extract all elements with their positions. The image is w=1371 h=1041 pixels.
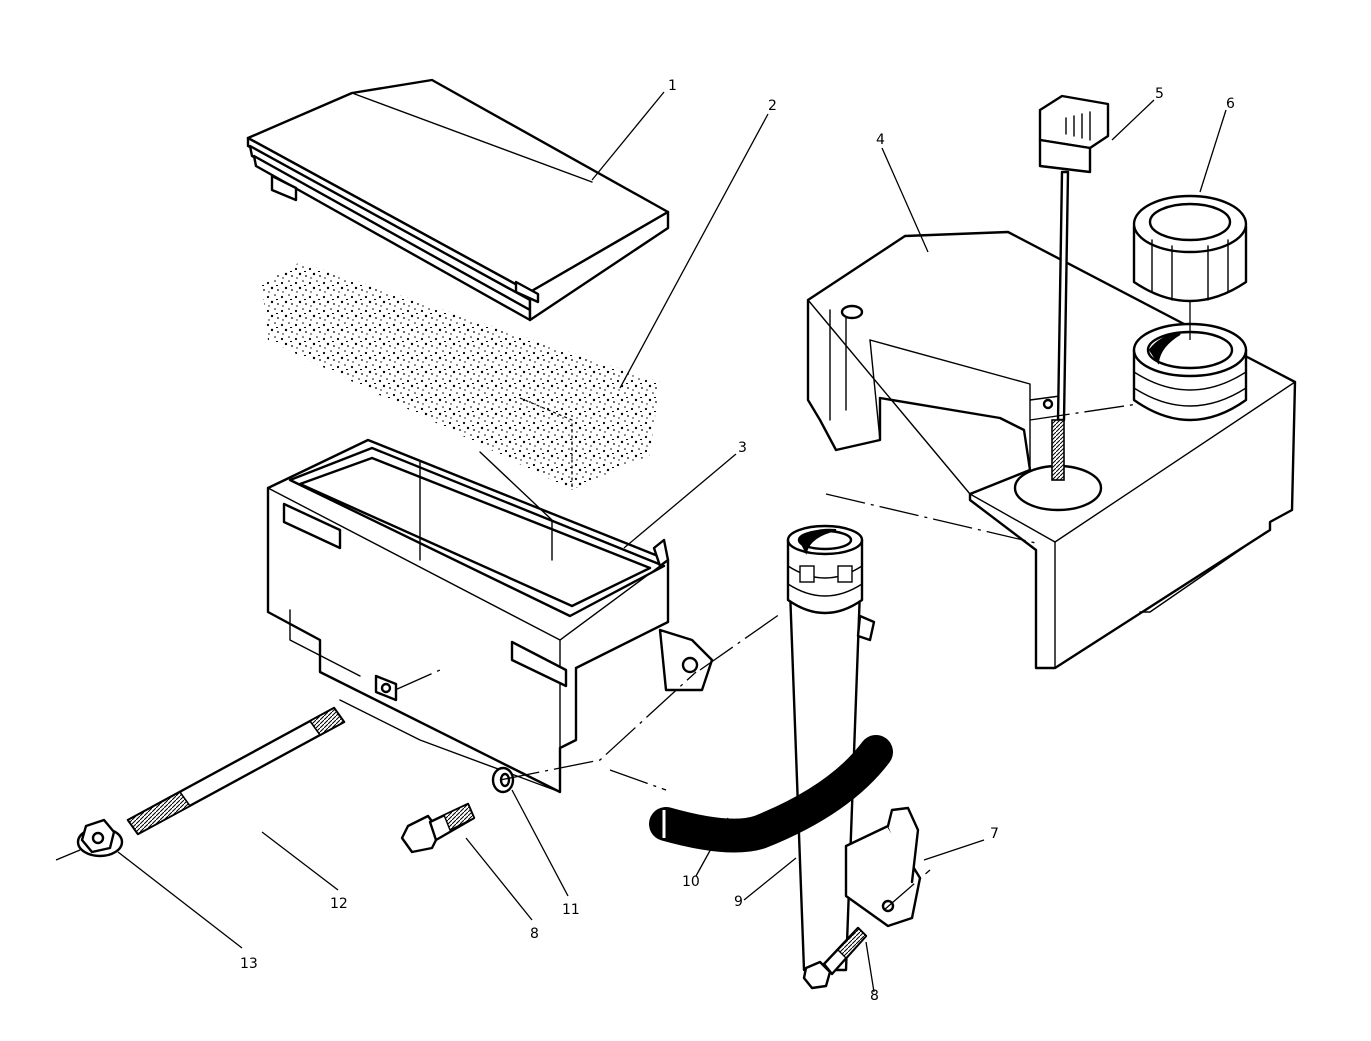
fill-tube [786, 524, 876, 972]
callout-1: 1 [668, 78, 677, 94]
long-stud [126, 706, 346, 836]
air-cleaner-base [266, 438, 714, 794]
callout-3: 3 [738, 440, 747, 456]
callout-4: 4 [876, 132, 885, 148]
callout-labels: 1 2 3 4 5 6 7 8 8 9 10 11 12 13 [240, 78, 1235, 1004]
filler-neck [1132, 322, 1248, 422]
foam-filter-element [262, 262, 660, 490]
bolt-8-lower [802, 926, 868, 990]
callout-5: 5 [1155, 86, 1164, 102]
callout-7: 7 [990, 826, 999, 842]
bolt-8-left [400, 802, 476, 854]
alignment-lines [55, 300, 1191, 911]
air-cleaner-cover [246, 78, 670, 322]
callout-9: 9 [734, 894, 743, 910]
callout-8-left: 8 [530, 926, 539, 942]
hose [649, 735, 893, 853]
dipstick [1038, 94, 1110, 481]
flange-nut [76, 818, 124, 858]
callout-12: 12 [330, 896, 348, 912]
filler-cap [1132, 194, 1248, 303]
callout-2: 2 [768, 98, 777, 114]
callout-8-lower: 8 [870, 988, 879, 1004]
callout-11: 11 [562, 902, 580, 918]
callout-13: 13 [240, 956, 258, 972]
tube-bracket [844, 806, 922, 928]
callout-10: 10 [682, 874, 700, 890]
leader-lines [117, 91, 1227, 993]
callout-6: 6 [1226, 96, 1235, 112]
